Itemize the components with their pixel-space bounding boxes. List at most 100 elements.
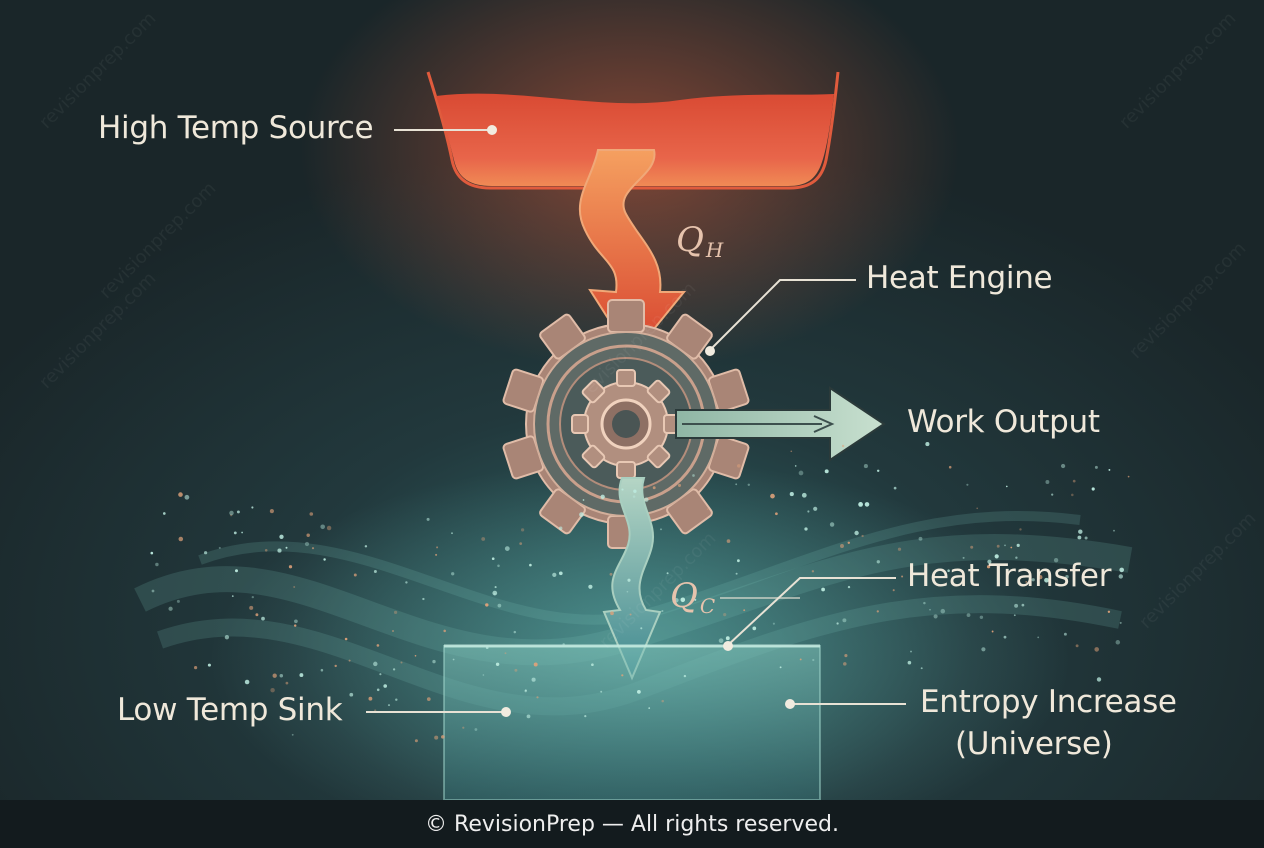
label-heat-transfer: Heat Transfer bbox=[907, 558, 1112, 594]
particle bbox=[1014, 603, 1019, 608]
particle bbox=[1025, 580, 1028, 583]
particle bbox=[1107, 610, 1111, 613]
particle bbox=[910, 650, 912, 653]
particle bbox=[804, 527, 808, 531]
particle bbox=[229, 510, 234, 516]
label-low-temp-sink: Low Temp Sink bbox=[117, 692, 343, 728]
particle bbox=[901, 575, 904, 578]
dot-high-temp bbox=[487, 125, 497, 135]
particle bbox=[323, 558, 326, 561]
particle bbox=[847, 585, 851, 589]
particle bbox=[1038, 574, 1043, 580]
particle bbox=[584, 715, 587, 718]
particle bbox=[277, 548, 282, 553]
particle bbox=[683, 674, 687, 678]
particle bbox=[533, 662, 538, 667]
particle bbox=[513, 630, 517, 634]
particle bbox=[692, 474, 695, 477]
particle bbox=[737, 464, 741, 468]
particle bbox=[558, 526, 563, 530]
particle bbox=[279, 534, 284, 539]
particle bbox=[811, 570, 815, 573]
particle bbox=[920, 667, 923, 670]
particle bbox=[194, 666, 198, 670]
particle bbox=[863, 464, 868, 469]
particle bbox=[320, 668, 324, 672]
particle bbox=[807, 510, 810, 513]
particle bbox=[244, 679, 250, 685]
particle bbox=[395, 698, 398, 701]
particle bbox=[674, 597, 679, 603]
particle bbox=[609, 572, 613, 576]
dot-entropy bbox=[785, 699, 795, 709]
dot-low-temp bbox=[501, 707, 511, 717]
particle bbox=[320, 524, 326, 530]
particle bbox=[373, 661, 378, 667]
particle bbox=[752, 626, 757, 631]
particle bbox=[304, 541, 310, 547]
diagram-canvas: revisionprep.com revisionprep.com revisi… bbox=[0, 0, 1264, 800]
particle bbox=[876, 610, 879, 613]
particle bbox=[648, 707, 651, 709]
footer: © RevisionPrep — All rights reserved. bbox=[0, 800, 1264, 848]
particle bbox=[184, 494, 190, 500]
particle bbox=[680, 597, 686, 603]
particle bbox=[285, 681, 289, 685]
entropy-particles bbox=[150, 442, 1130, 743]
particle bbox=[1108, 468, 1111, 471]
particle bbox=[492, 590, 498, 596]
particle bbox=[497, 564, 500, 568]
particle bbox=[1094, 465, 1098, 469]
particle bbox=[376, 688, 380, 692]
particle bbox=[151, 589, 155, 593]
particle bbox=[491, 557, 495, 561]
particle bbox=[291, 733, 294, 736]
particle bbox=[1078, 529, 1083, 534]
particle bbox=[482, 674, 485, 676]
particle bbox=[451, 572, 455, 576]
particle bbox=[854, 530, 859, 536]
particle bbox=[426, 697, 431, 701]
particle bbox=[1084, 536, 1088, 540]
particle bbox=[779, 666, 782, 669]
particle bbox=[661, 699, 664, 703]
particle bbox=[255, 613, 259, 617]
particle bbox=[462, 726, 465, 729]
particle bbox=[735, 572, 738, 575]
particle bbox=[725, 636, 730, 641]
particle bbox=[348, 659, 351, 662]
particle bbox=[241, 531, 243, 534]
particle bbox=[279, 674, 284, 678]
particle bbox=[582, 499, 585, 501]
particle bbox=[632, 495, 636, 498]
particle bbox=[294, 619, 298, 624]
particle bbox=[168, 606, 173, 611]
particle bbox=[426, 517, 430, 521]
particle bbox=[996, 544, 1000, 548]
particle bbox=[948, 465, 952, 469]
particle bbox=[726, 539, 731, 543]
particle bbox=[1071, 493, 1074, 497]
particle bbox=[644, 497, 649, 502]
particle bbox=[829, 522, 835, 527]
particle bbox=[979, 615, 984, 620]
particle bbox=[155, 562, 159, 567]
hot-reservoir-rim bbox=[426, 71, 840, 190]
leader-lines bbox=[366, 129, 906, 713]
particle bbox=[230, 514, 233, 517]
particle bbox=[1021, 603, 1025, 607]
particle bbox=[640, 627, 643, 630]
particle bbox=[847, 541, 851, 545]
particle bbox=[529, 563, 532, 567]
particle bbox=[334, 664, 337, 668]
particle bbox=[970, 545, 974, 549]
particle bbox=[626, 590, 629, 593]
label-high-temp-source: High Temp Source bbox=[98, 110, 374, 146]
particle bbox=[261, 616, 265, 621]
work-output-arrow bbox=[675, 386, 886, 462]
particle bbox=[364, 545, 368, 548]
particle bbox=[519, 542, 523, 545]
particle bbox=[392, 668, 396, 671]
particle bbox=[1115, 640, 1121, 645]
